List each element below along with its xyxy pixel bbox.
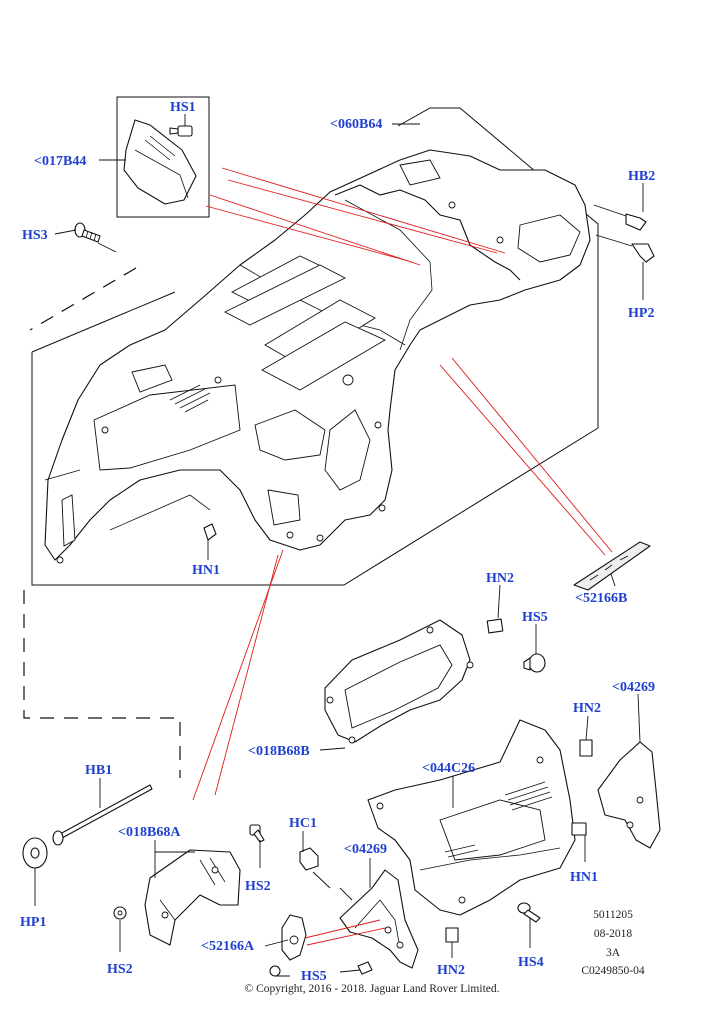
reference-lines <box>192 167 613 946</box>
label-018b68a: <018B68A <box>118 825 181 840</box>
meta-line-2: 08-2018 <box>594 928 633 940</box>
screw-hs3 <box>74 222 101 243</box>
label-hn2-lower: HN2 <box>437 963 465 978</box>
bracket-04269-lower <box>339 869 419 969</box>
nut-hn2-right <box>579 739 593 757</box>
label-hs2-left: HS2 <box>107 962 133 977</box>
meta-line-4: C0249850-04 <box>581 965 645 977</box>
plug-hp1 <box>22 837 48 869</box>
bracket-018b68b <box>324 619 474 744</box>
label-hn2-upper: HN2 <box>486 571 514 586</box>
label-hn1-top: HN1 <box>192 563 220 578</box>
copyright-notice: © Copyright, 2016 - 2018. Jaguar Land Ro… <box>245 983 500 995</box>
bolt-hb1 <box>52 784 153 846</box>
bracket-04269-right <box>597 741 661 849</box>
label-hs2-right: HS2 <box>245 879 271 894</box>
label-hc1: HC1 <box>289 816 317 831</box>
label-hn2-right: HN2 <box>573 701 601 716</box>
label-hb1: HB1 <box>85 763 112 778</box>
label-044c26: <044C26 <box>422 761 475 776</box>
label-hb2: HB2 <box>628 169 655 184</box>
clip-hn1-lower <box>571 822 587 836</box>
screw-hs1 <box>169 125 193 137</box>
label-hs5-lower: HS5 <box>301 969 327 984</box>
label-017b44: <017B44 <box>34 154 86 169</box>
label-hs4: HS4 <box>518 955 544 970</box>
callout-labels: HS1 <017B44 <060B64 HS3 HB2 HP2 HN1 <521… <box>20 100 655 984</box>
label-52166b: <52166B <box>575 591 627 606</box>
label-hs5-upper: HS5 <box>522 610 548 625</box>
main-assembly-frame <box>31 107 599 586</box>
bracket-017b44 <box>123 119 197 205</box>
screw-hs5-lower <box>269 961 373 977</box>
label-hp2: HP2 <box>628 306 654 321</box>
screw-hs2-lower <box>113 906 127 920</box>
screw-hs2-upper <box>249 824 265 843</box>
inset-frame-017b44 <box>116 96 210 218</box>
label-hn1-lower: HN1 <box>570 870 598 885</box>
label-hs3: HS3 <box>22 228 48 243</box>
clip-hc1 <box>299 847 319 871</box>
plug-hp2 <box>595 234 655 263</box>
dashed-boundary <box>29 267 137 331</box>
label-52166a: <52166A <box>201 939 255 954</box>
label-hp1: HP1 <box>20 915 46 930</box>
screw-hs5-upper <box>523 653 546 673</box>
bracket-52166a <box>281 914 307 961</box>
label-018b68b: <018B68B <box>248 744 310 759</box>
label-04269-right: <04269 <box>612 680 655 695</box>
meta-line-1: 5011205 <box>593 909 633 921</box>
drawing-metadata: 5011205 08-2018 3A C0249850-04 <box>581 909 645 977</box>
clip-hn1-top <box>203 523 217 541</box>
label-060b64: <060B64 <box>330 117 382 132</box>
bracket-044c26 <box>367 719 576 916</box>
meta-line-3: 3A <box>606 947 621 959</box>
strip-52166b <box>573 541 651 591</box>
nut-hn2-lower <box>445 927 459 943</box>
bracket-018b68a <box>144 849 241 946</box>
screw-hs4 <box>517 902 541 923</box>
label-hs1: HS1 <box>170 100 196 115</box>
label-04269-lower: <04269 <box>344 842 387 857</box>
diagram-frames <box>23 96 599 778</box>
nut-hn2-upper <box>486 618 504 634</box>
leader-lines <box>34 114 644 977</box>
bolt-hb2 <box>593 204 647 231</box>
cross-car-beam <box>44 149 591 564</box>
